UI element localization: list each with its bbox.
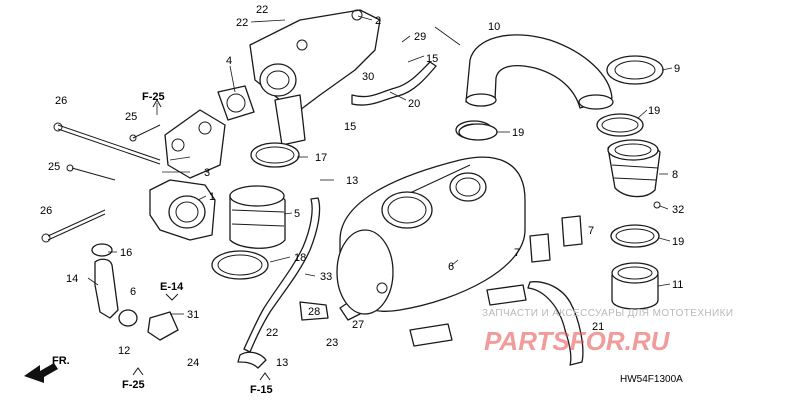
callout-24: 24 [187, 357, 199, 369]
callout-22: 22 [266, 327, 278, 339]
throttle-body-gasket [217, 85, 255, 121]
watermark-brand: PARTSFOR.RU [484, 326, 671, 356]
callout-20: 20 [408, 98, 420, 110]
ref-tag-e14: E-14 [160, 281, 184, 293]
callout-6: 6 [448, 261, 454, 273]
callout-32: 32 [672, 204, 684, 216]
callout-10: 10 [488, 21, 500, 33]
air-filter-element [611, 262, 659, 310]
callout-21: 21 [592, 321, 604, 333]
callout-14: 14 [66, 273, 78, 285]
callout-8: 8 [672, 169, 678, 181]
intake-duct [465, 34, 614, 110]
callout-25: 25 [125, 111, 137, 123]
callout-16: 16 [120, 247, 132, 259]
callout-13: 13 [276, 357, 288, 369]
diagram-code: HW54F1300A [620, 374, 683, 385]
callout-11: 11 [672, 279, 683, 291]
intake-boot [229, 185, 286, 249]
duct-joint [607, 139, 661, 209]
connecting-hose-small [351, 61, 437, 106]
callout-15: 15 [426, 53, 438, 65]
callout-1: 1 [209, 191, 215, 203]
callout-6: 6 [130, 286, 136, 298]
callout-26: 26 [55, 95, 67, 107]
callout-9: 9 [674, 63, 680, 75]
leader-lines [87, 15, 673, 315]
ref-tag-f25: F-25 [122, 379, 145, 391]
callout-3: 3 [204, 167, 210, 179]
callout-29: 29 [414, 31, 426, 43]
callout-30: 30 [362, 71, 374, 83]
ref-tag-f25: F-25 [142, 91, 165, 103]
callout-19: 19 [648, 105, 660, 117]
callout-2: 2 [375, 15, 381, 27]
reference-tags: F-25 E-14 F-25 F-15 [122, 91, 273, 396]
callout-31: 31 [187, 309, 199, 321]
callout-13: 13 [346, 175, 358, 187]
front-label: FR. [52, 355, 70, 367]
callout-7: 7 [588, 225, 594, 237]
callout-numbers: 22 22 2 29 15 30 4 20 15 26 25 3 25 17 1… [40, 4, 684, 369]
callout-4: 4 [226, 55, 232, 67]
air-cleaner-housing [336, 120, 526, 315]
callout-12: 12 [118, 345, 130, 357]
duct-ring [606, 55, 664, 85]
callout-15: 15 [344, 121, 356, 133]
ref-tag-f15: F-15 [250, 384, 273, 396]
mounting-bolts [41, 122, 161, 243]
band-clamps-left [91, 142, 300, 280]
callout-19: 19 [672, 236, 684, 248]
callout-33: 33 [320, 271, 332, 283]
front-arrow-icon [24, 363, 58, 383]
breather-tube [237, 197, 361, 369]
intake-manifold [149, 109, 226, 241]
watermark: ЗАПЧАСТИ И АКСЕССУАРЫ ДЛЯ МОТОТЕХНИКИ PA… [482, 308, 733, 356]
callout-28: 28 [308, 306, 320, 318]
watermark-tagline: ЗАПЧАСТИ И АКСЕССУАРЫ ДЛЯ МОТОТЕХНИКИ [482, 308, 733, 319]
seals-and-strap [409, 215, 584, 366]
callout-5: 5 [294, 208, 300, 220]
callout-17: 17 [315, 152, 327, 164]
callout-25: 25 [48, 161, 60, 173]
drain-tube-left [94, 258, 179, 341]
callout-19: 19 [512, 127, 524, 139]
band-clamps-right [458, 113, 660, 248]
callout-7: 7 [514, 247, 520, 259]
air-box-upper [249, 9, 381, 146]
callout-18: 18 [294, 252, 306, 264]
front-direction-marker: FR. [24, 355, 70, 383]
callout-26: 26 [40, 205, 52, 217]
callout-23: 23 [326, 337, 338, 349]
callout-22: 22 [256, 4, 268, 16]
callout-22: 22 [236, 17, 248, 29]
callout-27: 27 [352, 319, 364, 331]
